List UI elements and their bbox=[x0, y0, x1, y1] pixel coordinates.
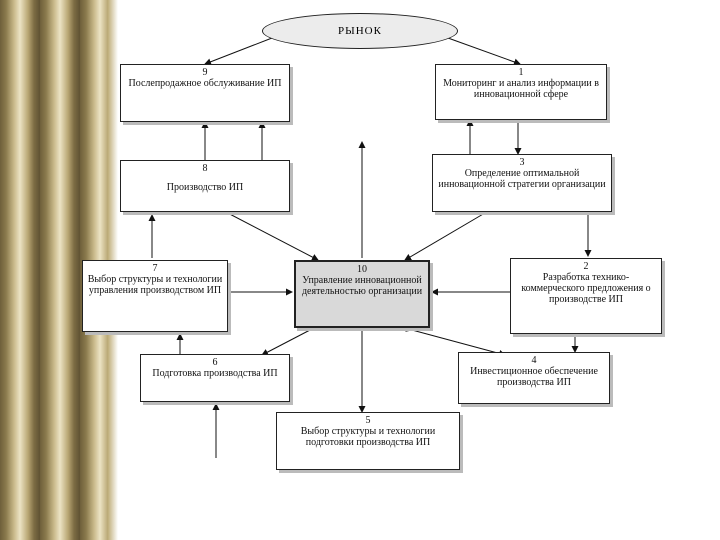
market-node: РЫНОК bbox=[262, 13, 458, 49]
box-5: 5 Выбор структуры и технологии подготовк… bbox=[276, 412, 460, 470]
box-number: 4 bbox=[531, 355, 537, 366]
box-4: 4 Инвестиционное обеспечение производств… bbox=[458, 352, 610, 404]
box-number: 1 bbox=[518, 67, 524, 78]
box-number: 5 bbox=[365, 415, 371, 426]
box-10-center: 10 Управление инновационной деятельность… bbox=[294, 260, 430, 328]
box-number: 8 bbox=[202, 163, 208, 174]
box-text: Послепродажное обслуживание ИП bbox=[128, 78, 282, 89]
box-number: 10 bbox=[357, 264, 367, 275]
arrow-10-4 bbox=[405, 325, 506, 357]
box-number: 3 bbox=[519, 157, 525, 168]
arrow-market-to-1 bbox=[447, 37, 521, 66]
box-7: 7 Выбор структуры и технологии управлени… bbox=[82, 260, 228, 332]
box-text: Производство ИП bbox=[166, 182, 244, 193]
box-text: Определение оптимальной инновационной ст… bbox=[438, 168, 606, 190]
box-text: Разработка технико-коммерческого предлож… bbox=[521, 272, 651, 305]
box-text: Выбор структуры и технологии подготовки … bbox=[300, 426, 436, 448]
box-number: 7 bbox=[152, 263, 158, 274]
box-number: 9 bbox=[202, 67, 208, 78]
box-text: Выбор структуры и технологии управления … bbox=[87, 274, 223, 296]
box-text: Инвестиционное обеспечение производства … bbox=[470, 366, 598, 388]
box-1: 1 Мониторинг и анализ информации в иннов… bbox=[435, 64, 607, 120]
box-text: Подготовка производства ИП bbox=[152, 368, 278, 379]
arrow-market-to-9 bbox=[204, 37, 273, 66]
box-number: 6 bbox=[212, 357, 218, 368]
arrow-8-10 bbox=[215, 204, 319, 261]
box-9: 9 Послепродажное обслуживание ИП bbox=[120, 64, 290, 122]
arrow-10-6 bbox=[261, 324, 317, 356]
box-8: 8 Производство ИП bbox=[120, 160, 290, 212]
box-text: Управление инновационной деятельностью о… bbox=[301, 275, 423, 297]
box-number: 2 bbox=[583, 261, 589, 272]
arrow-3-10 bbox=[404, 203, 497, 261]
box-2: 2 Разработка технико-коммерческого предл… bbox=[510, 258, 662, 334]
box-3: 3 Определение оптимальной инновационной … bbox=[432, 154, 612, 212]
box-text: Мониторинг и анализ информации в инновац… bbox=[443, 78, 599, 100]
box-6: 6 Подготовка производства ИП bbox=[140, 354, 290, 402]
